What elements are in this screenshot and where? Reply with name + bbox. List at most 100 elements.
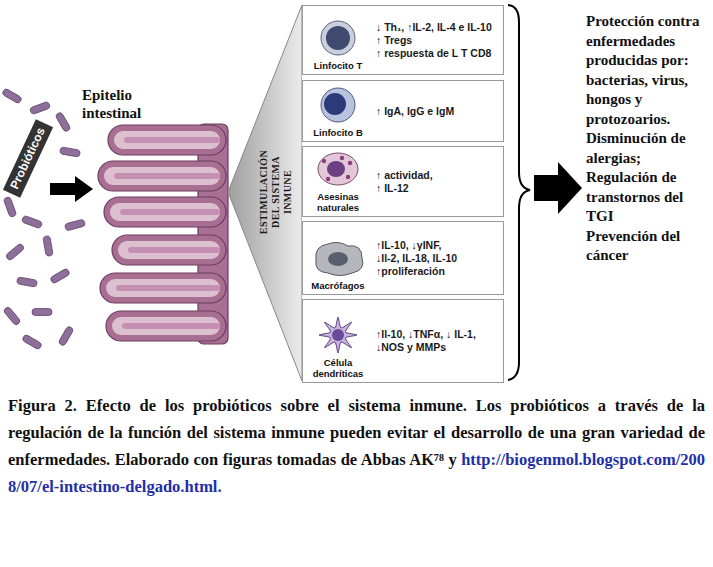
drawing-part [326,177,330,181]
tag-text: Probióticos [7,125,48,191]
drawing-part [118,241,220,259]
outcome-text: Protección contra enfermedades producida… [586,12,710,129]
intestinal-villi [98,124,228,344]
drawing-part [108,125,226,155]
drawing-part [332,329,344,341]
vertical-title: ESTIMULACIÓN DEL SISTEMA INMUNE [258,140,294,244]
triangle-outline [228,5,302,381]
cell-effect: ↓Il-2, IL-18, IL-10 [376,252,499,265]
immune-cell-panel: Asesinas naturales↑ actividad,↑ IL-12 [302,146,504,217]
cell-icon [308,18,368,58]
effect-column: ↑Il-10, ↓TNFα, ↓ IL-1, ↓NOS y MMPs [373,300,503,382]
drawing-part [104,167,220,185]
drawing-part [50,268,71,284]
cell-effect: ↑ IgA, IgG e IgM [376,105,499,118]
drawing-part [322,159,326,163]
cell-effect: ↑ IL-12 [376,182,499,195]
effect-column: ↑ IgA, IgG e IgM [373,81,503,141]
drawing-part [346,175,350,179]
drawing-part [104,131,220,335]
effect-column: ↑IL-10, ↓γINF,↓Il-2, IL-18, IL-10↑prolif… [373,222,503,294]
drawing-part [112,317,220,335]
cell-effect: ↑ actividad, [376,169,499,182]
cell-name: Linfocito B [313,127,363,138]
result-arrow [534,162,582,214]
drawing-part [55,112,71,133]
bracket [508,5,530,380]
cell-column: Macrófagos [303,222,373,294]
drawing-part [32,309,52,316]
drawing-part [120,209,220,215]
outcome-text: Disminución de alergias; [586,129,710,168]
drawing-part [326,26,350,50]
cell-name: Célula dendríticas [304,357,372,379]
drawing-part [114,173,220,179]
cell-effect: ↑Il-10, ↓TNFα, ↓ IL-1, ↓NOS y MMPs [376,328,499,354]
drawing-part [60,147,81,157]
drawing-part [319,317,357,353]
drawing-part [3,306,21,326]
drawing-part [110,203,220,221]
cell-effect: ↑IL-10, ↓γINF, [376,239,499,252]
drawing-part [22,334,43,350]
cell-column: Linfocito B [303,81,373,141]
drawing-part [58,326,74,347]
drawing-part [104,197,226,227]
cell-column: Linfocito T [303,6,373,74]
outcome-column: Protección contra enfermedades producida… [586,12,710,266]
cell-effect: ↑ respuesta de L T CD8 [376,47,499,60]
drawing-part [122,323,220,329]
drawing-part [327,161,345,177]
drawing-part [321,88,355,122]
drawing-part [340,156,344,160]
effect-column: ↓ Th₁, ↑IL-2, IL-4 e IL-10↑ Tregs↑ respu… [373,6,503,74]
cell-name: Asesinas naturales [304,191,372,213]
probiotic-bacteria [2,88,86,350]
drawing-part [100,273,226,303]
probiotic-tag: Probióticos [3,119,53,198]
drawing-part [64,219,85,231]
cell-name: Macrófagos [311,280,364,291]
drawing-part [43,236,53,257]
drawing-part [2,88,23,104]
immune-cell-panel: Linfocito B ↑ IgA, IgG e IgM [302,80,504,142]
drawing-part [3,196,16,217]
cell-effect: ↑ Tregs [376,34,499,47]
cell-effect: ↓ Th₁, ↑IL-2, IL-4 e IL-10 [376,21,499,34]
drawing-part [316,242,363,275]
drawing-part [328,252,348,266]
cell-icon [308,85,368,125]
cell-column: Asesinas naturales [303,147,373,216]
entry-arrow [50,176,93,202]
drawing-part [106,279,220,297]
cell-icon [308,238,368,278]
figure-caption: Figura 2. Efecto de los probióticos sobr… [8,392,705,500]
drawing-part [124,137,220,143]
drawing-part [17,277,38,287]
drawing-part [128,247,220,253]
drawing-part [348,161,352,165]
drawing-part [116,285,220,291]
drawing-part [5,243,25,261]
drawing-part [106,311,226,341]
effect-column: ↑ actividad,↑ IL-12 [373,147,503,216]
cell-icon [308,149,368,189]
immune-cell-panel: Célula dendríticas↑Il-10, ↓TNFα, ↓ IL-1,… [302,299,504,383]
cell-effect: ↑proliferación [376,265,499,278]
drawing-part [21,215,42,228]
drawing-part [321,21,355,55]
cell-icon [308,315,368,355]
drawing-part [112,235,226,265]
drawing-part [114,131,220,149]
cell-column: Célula dendríticas [303,300,373,382]
drawing-part [98,161,226,191]
drawing-part [114,137,220,329]
drawing-part [318,153,358,185]
cell-name: Linfocito T [314,60,363,71]
outcome-text: Regulación de transtornos del TGI [586,168,710,227]
immune-cell-panel: Macrófagos ↑IL-10, ↓γINF,↓Il-2, IL-18, IL… [302,221,504,295]
drawing-part [324,93,346,115]
stimulation-triangle: ESTIMULACIÓN DEL SISTEMA INMUNE [226,5,302,381]
drawing-part [29,101,50,114]
